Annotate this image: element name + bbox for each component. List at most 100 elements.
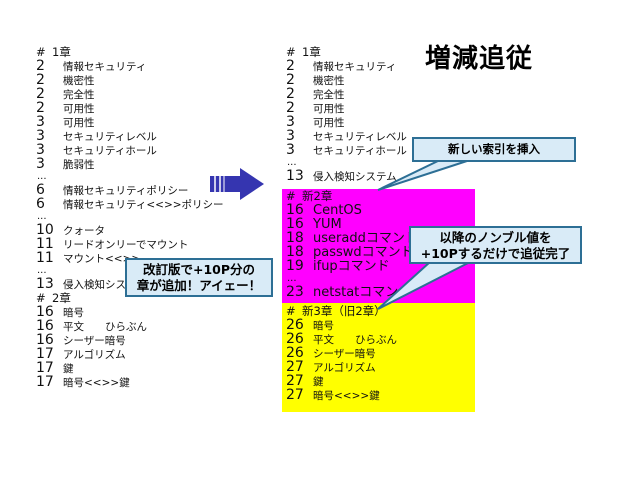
page-number: 2 (286, 100, 295, 116)
entry-term: passwdコマンド (313, 245, 414, 260)
page-number: 2 (286, 86, 295, 102)
page-number: 2 (36, 72, 45, 88)
page-number: 16 (36, 318, 54, 334)
index-entry: 16 CentOS (286, 202, 418, 218)
entry-term: 1章 (302, 45, 321, 59)
index-entry: 18 passwdコマンド (286, 244, 418, 260)
entry-term: 暗号 (313, 320, 334, 332)
page-number: 27 (286, 373, 304, 389)
index-entry: 18 useraddコマンド (286, 230, 418, 246)
entry-term: 可用性 (313, 103, 345, 115)
ellipsis: ... (287, 273, 297, 284)
new-index-callout-text: 新しい索引を挿入 (448, 142, 540, 156)
page-number: 3 (36, 128, 45, 144)
chapter-heading: #2章 (36, 291, 224, 305)
page-number: 27 (286, 387, 304, 403)
entry-term: ifupコマンド (313, 259, 390, 274)
chapter-heading: #新2章 (286, 189, 418, 203)
entry-term: CentOS (313, 203, 362, 218)
entry-term: 情報セキュリティポリシー (63, 185, 189, 197)
index-entry: 3 セキュリティレベル (36, 129, 224, 143)
chapter-heading: # 新3章（旧2章） (286, 304, 397, 318)
revision-callout-line1: 改訂版で+10P分の (142, 262, 256, 277)
page-number: 17 (36, 374, 54, 390)
index-entry: 27 暗号<<>>鍵 (286, 388, 397, 402)
entry-term: 情報セキュリティ<<>>ポリシー (63, 199, 224, 211)
page-number: 10 (36, 222, 54, 238)
right-arrow-icon (210, 168, 264, 200)
page-number: 3 (36, 114, 45, 130)
entry-term: セキュリティレベル (313, 131, 407, 143)
index-entry: 19 ifupコマンド (286, 258, 418, 274)
entry-term: 暗号<<>>鍵 (313, 390, 380, 402)
slide-title: 増減追従 (425, 44, 534, 74)
ellipsis-row: ... (36, 211, 224, 223)
entry-term: アルゴリズム (63, 349, 126, 361)
page-number: 2 (36, 100, 45, 116)
entry-term: 完全性 (63, 89, 95, 101)
page-number: 11 (36, 236, 54, 252)
page-number: 13 (36, 276, 54, 292)
entry-term: 平文 ひらぶん (313, 334, 397, 346)
page-number: 23 (286, 284, 304, 300)
page-number: 3 (286, 128, 295, 144)
entry-term: セキュリティレベル (63, 131, 157, 143)
page-number: 3 (286, 114, 295, 130)
ellipsis: ... (37, 211, 47, 222)
follow-callout-line1: 以降のノンブル値を (439, 230, 552, 245)
page-number: # (286, 304, 296, 318)
index-entry: 3 セキュリティレベル (286, 129, 407, 143)
page-number: 3 (286, 142, 295, 158)
page-number: 19 (286, 258, 304, 274)
entry-term: 2章 (52, 291, 71, 305)
entry-term: リードオンリーでマウント (63, 239, 189, 251)
entry-term: クォータ (63, 225, 105, 237)
page-number: 18 (286, 230, 304, 246)
new-index-callout: 新しい索引を挿入 (412, 137, 576, 162)
page-number: # (286, 189, 296, 203)
entry-term: シーザー暗号 (63, 335, 126, 347)
page-number: 16 (36, 304, 54, 320)
page-number: 27 (286, 359, 304, 375)
page-number: 3 (36, 156, 45, 172)
entry-term: 脆弱性 (63, 159, 95, 171)
entry-term: アルゴリズム (313, 362, 376, 374)
page-number: 6 (36, 196, 45, 212)
ellipsis-row: ... (36, 265, 224, 277)
index-entry: 16 YUM (286, 216, 418, 232)
page-number: 18 (286, 244, 304, 260)
page-number: 3 (36, 142, 45, 158)
page-number: 13 (286, 168, 304, 184)
page-number: 16 (286, 202, 304, 218)
page-number: 2 (286, 58, 295, 74)
index-entry: 6 情報セキュリティ<<>>ポリシー (36, 197, 224, 211)
page-number: 16 (36, 332, 54, 348)
ellipsis: ... (37, 171, 47, 182)
ellipsis-row: ... (286, 273, 418, 285)
entry-term: useraddコマンド (313, 231, 418, 246)
ellipsis-row: ... (286, 157, 407, 169)
entry-term: 新3章（旧2章） (302, 304, 386, 318)
revision-callout-line2: 章が追加！アイェー！ (136, 278, 262, 293)
entry-term: 暗号 (63, 307, 84, 319)
index-entry: 3 脆弱性 (36, 157, 224, 171)
entry-term: YUM (313, 217, 342, 232)
chapter-heading: #1章 (286, 45, 407, 59)
page-number: 16 (286, 216, 304, 232)
ellipsis: ... (287, 157, 297, 168)
